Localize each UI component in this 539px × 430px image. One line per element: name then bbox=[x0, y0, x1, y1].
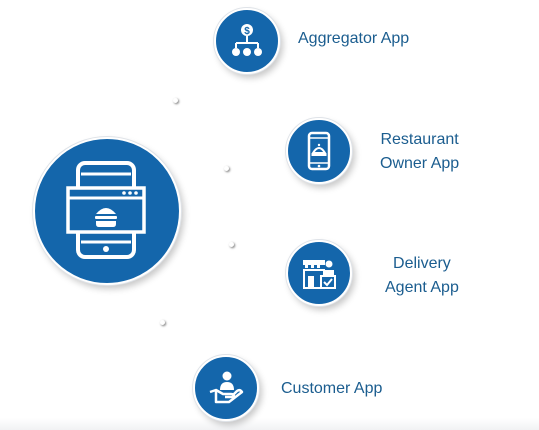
connector-dot bbox=[160, 320, 165, 325]
label-line: Aggregator App bbox=[298, 30, 410, 47]
delivery-agent-app-bubble bbox=[286, 240, 352, 306]
floor-shadow bbox=[0, 418, 539, 430]
aggregator-icon: $ bbox=[232, 24, 262, 56]
label-line: Owner App bbox=[380, 155, 460, 172]
label-line: Agent App bbox=[385, 279, 459, 296]
customer-app-label: Customer App bbox=[281, 377, 382, 401]
delivery-agent-app-label: Delivery Agent App bbox=[385, 252, 459, 300]
delivery-agent-icon bbox=[303, 260, 336, 289]
restaurant-owner-app-bubble bbox=[286, 118, 352, 184]
svg-text:$: $ bbox=[244, 26, 250, 37]
restaurant-owner-icon bbox=[307, 131, 331, 171]
restaurant-owner-app-label: Restaurant Owner App bbox=[380, 128, 459, 176]
customer-icon bbox=[209, 371, 244, 404]
label-line: Customer App bbox=[281, 380, 383, 397]
aggregator-app-bubble: $ bbox=[214, 8, 280, 74]
label-line: Restaurant bbox=[380, 131, 459, 148]
restaurant-app-phone-icon bbox=[66, 161, 146, 259]
connector-dot bbox=[173, 98, 178, 103]
aggregator-app-label: Aggregator App bbox=[298, 27, 409, 51]
hub-bubble bbox=[33, 137, 181, 285]
connector-dot bbox=[229, 242, 234, 247]
label-line: Delivery bbox=[393, 255, 451, 272]
customer-app-bubble bbox=[193, 355, 259, 421]
connector-dot bbox=[224, 166, 229, 171]
